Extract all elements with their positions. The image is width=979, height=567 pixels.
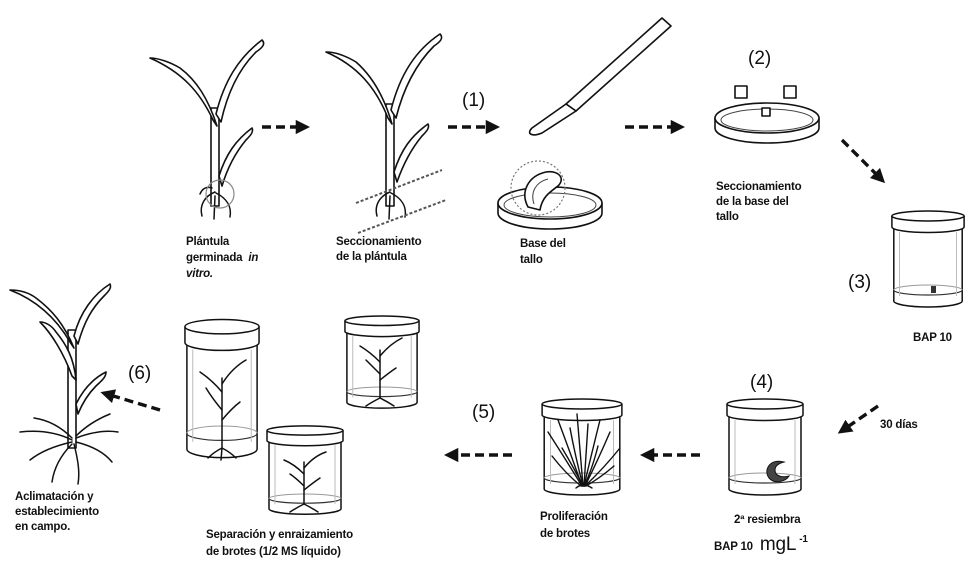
rooting-caption: Separación y enraizamiento de brotes (1/… (206, 529, 353, 558)
seedling-caption-germinada: germinada (186, 252, 243, 264)
rooting-jar-middle (267, 426, 343, 514)
seedling-caption-line2: germinada in (186, 252, 258, 264)
tissue-square-center (762, 108, 770, 116)
subculture-caption: 2ª resiembra BAP 10 mgL -1 (714, 514, 808, 555)
acclimatization-caption: Aclimatación y establecimiento en campo. (15, 491, 99, 533)
stem-base-caption-line2: tallo (520, 254, 543, 266)
step-marker-4: (4) (750, 372, 773, 393)
subculture-caption-line2: BAP 10 mgL -1 (714, 534, 808, 555)
rooting-jar-left (185, 319, 259, 460)
subculture-bap: BAP 10 (714, 541, 753, 553)
culture-jar-proliferation (542, 399, 622, 495)
proliferation-caption-line1: Proliferación (540, 511, 608, 523)
sectioning-seedling-caption: Seccionamiento de la plántula (336, 236, 422, 263)
sectioned-seedling-plant (326, 34, 446, 233)
rooting-caption-line1: Separación y enraizamiento (206, 529, 353, 541)
sectioning-stem-caption-line2: de la base del (716, 196, 789, 208)
step-marker-1: (1) (462, 90, 485, 111)
seedling-caption-line3: vitro. (186, 268, 213, 280)
sectioning-stem-caption-line1: Seccionamiento (716, 181, 802, 193)
tissue-square-right (784, 86, 796, 98)
interval-label: 30 días (880, 419, 918, 431)
step3-medium-label: BAP 10 (913, 332, 952, 344)
subculture-unit-exponent: -1 (799, 534, 808, 545)
culture-jar-step3 (892, 211, 964, 307)
step-marker-2: (2) (748, 48, 771, 69)
acclimatization-caption-line1: Aclimatación y (15, 491, 94, 503)
sectioning-stem-caption: Seccionamiento de la base del tallo (716, 181, 802, 223)
cut-line-lower (358, 200, 446, 233)
seedling-caption-line1: Plántula (186, 236, 230, 248)
sectioning-seedling-caption-line1: Seccionamiento (336, 236, 422, 248)
stem-base-caption: Base del tallo (520, 238, 566, 266)
seedling-caption: Plántula germinada in vitro. (186, 236, 258, 280)
seedling-caption-in: in (248, 252, 258, 264)
sectioning-seedling-caption-line2: de la plántula (336, 251, 407, 263)
arrow-step3-to-step4 (846, 406, 878, 428)
acclimatization-caption-line2: establecimiento (15, 506, 99, 518)
step-marker-6: (6) (128, 363, 151, 384)
arrow-rooting-to-acclimatization (110, 395, 160, 410)
subculture-caption-line1: 2ª resiembra (734, 514, 801, 526)
petri-dish-stem-base (498, 161, 602, 229)
step-marker-5: (5) (472, 402, 495, 423)
sectioning-stem-caption-line3: tallo (716, 211, 739, 223)
culture-jar-step4 (727, 399, 803, 495)
petri-dish-sectioning (715, 86, 819, 143)
rooting-caption-line2: de brotes (1/2 MS líquido) (206, 546, 341, 558)
arrow-sectioning-to-culture-jar (842, 140, 878, 176)
proliferation-caption-line2: de brotes (540, 528, 590, 540)
stem-base-caption-line1: Base del (520, 238, 566, 250)
scalpel-icon (530, 18, 671, 135)
acclimatization-caption-line3: en campo. (15, 521, 70, 533)
rooting-jar-right (345, 316, 419, 408)
step-marker-3: (3) (848, 272, 871, 293)
acclimatized-plant (10, 284, 118, 484)
subculture-unit: mgL (760, 534, 796, 555)
tissue-square-left (735, 86, 747, 98)
seedling-plant (150, 40, 264, 219)
proliferation-caption: Proliferación de brotes (540, 511, 608, 540)
